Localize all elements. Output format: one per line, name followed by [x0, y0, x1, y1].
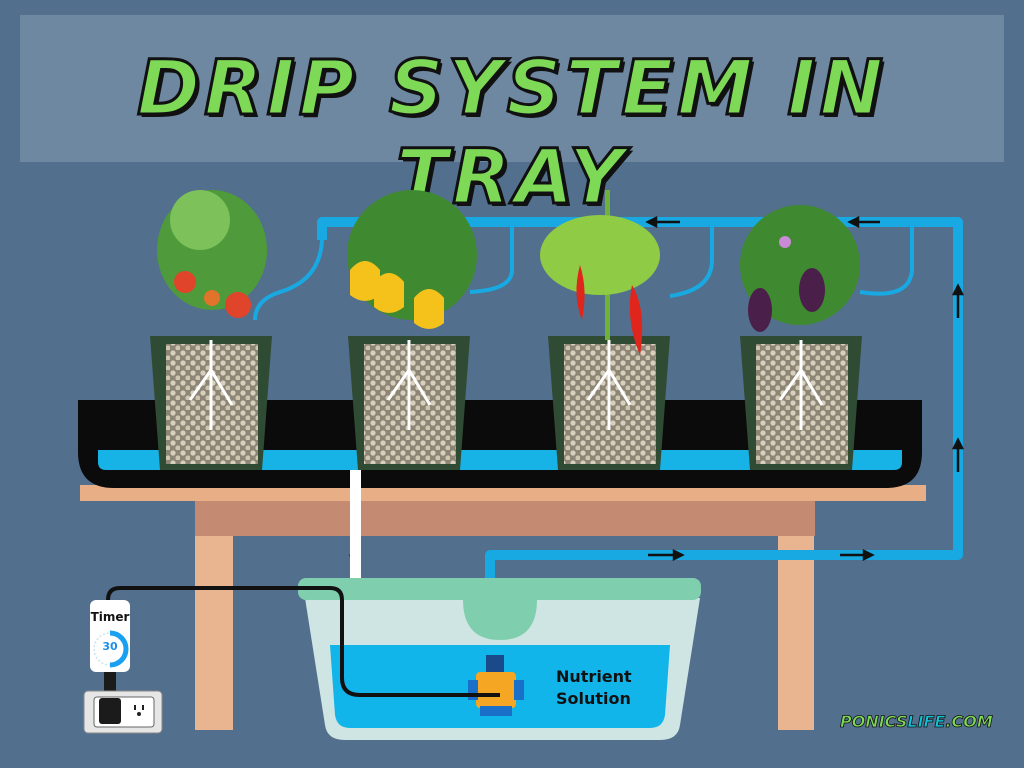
logo-part3: .COM	[945, 712, 993, 732]
grow-tray	[78, 400, 922, 488]
bell-pepper-plant	[347, 190, 477, 329]
logo-part1: PONICS	[840, 712, 908, 732]
nutrient-solution-label: Nutrient Solution	[556, 666, 632, 710]
eggplant-plant	[740, 205, 860, 332]
power-cord	[106, 586, 500, 697]
wall-outlet	[83, 690, 163, 734]
pot-bell-pepper	[348, 336, 470, 470]
pot-chili-pepper	[548, 336, 670, 470]
pots	[150, 336, 862, 470]
page-title: DRIP SYSTEM IN TRAY	[135, 42, 888, 223]
pump	[468, 655, 524, 716]
timer[interactable]	[90, 600, 130, 692]
pot-eggplant	[740, 336, 862, 470]
logo-part2: LIFE	[907, 712, 946, 732]
chili-pepper-plant	[540, 190, 660, 355]
tomato-plant	[157, 190, 267, 318]
site-logo: PONICSLIFE.COM	[840, 712, 994, 732]
reservoir	[298, 578, 701, 740]
table	[80, 485, 926, 730]
nutrient-label-line1: Nutrient	[556, 667, 632, 686]
plants	[157, 190, 860, 355]
timer-minutes: 30	[102, 640, 118, 653]
timer-label: Timer	[90, 610, 130, 624]
drain-pipe	[350, 470, 361, 600]
nutrient-label-line2: Solution	[556, 689, 631, 708]
title-banner: DRIP SYSTEM IN TRAY	[20, 15, 1004, 223]
tray-water	[98, 450, 902, 470]
pot-tomato	[150, 336, 272, 470]
